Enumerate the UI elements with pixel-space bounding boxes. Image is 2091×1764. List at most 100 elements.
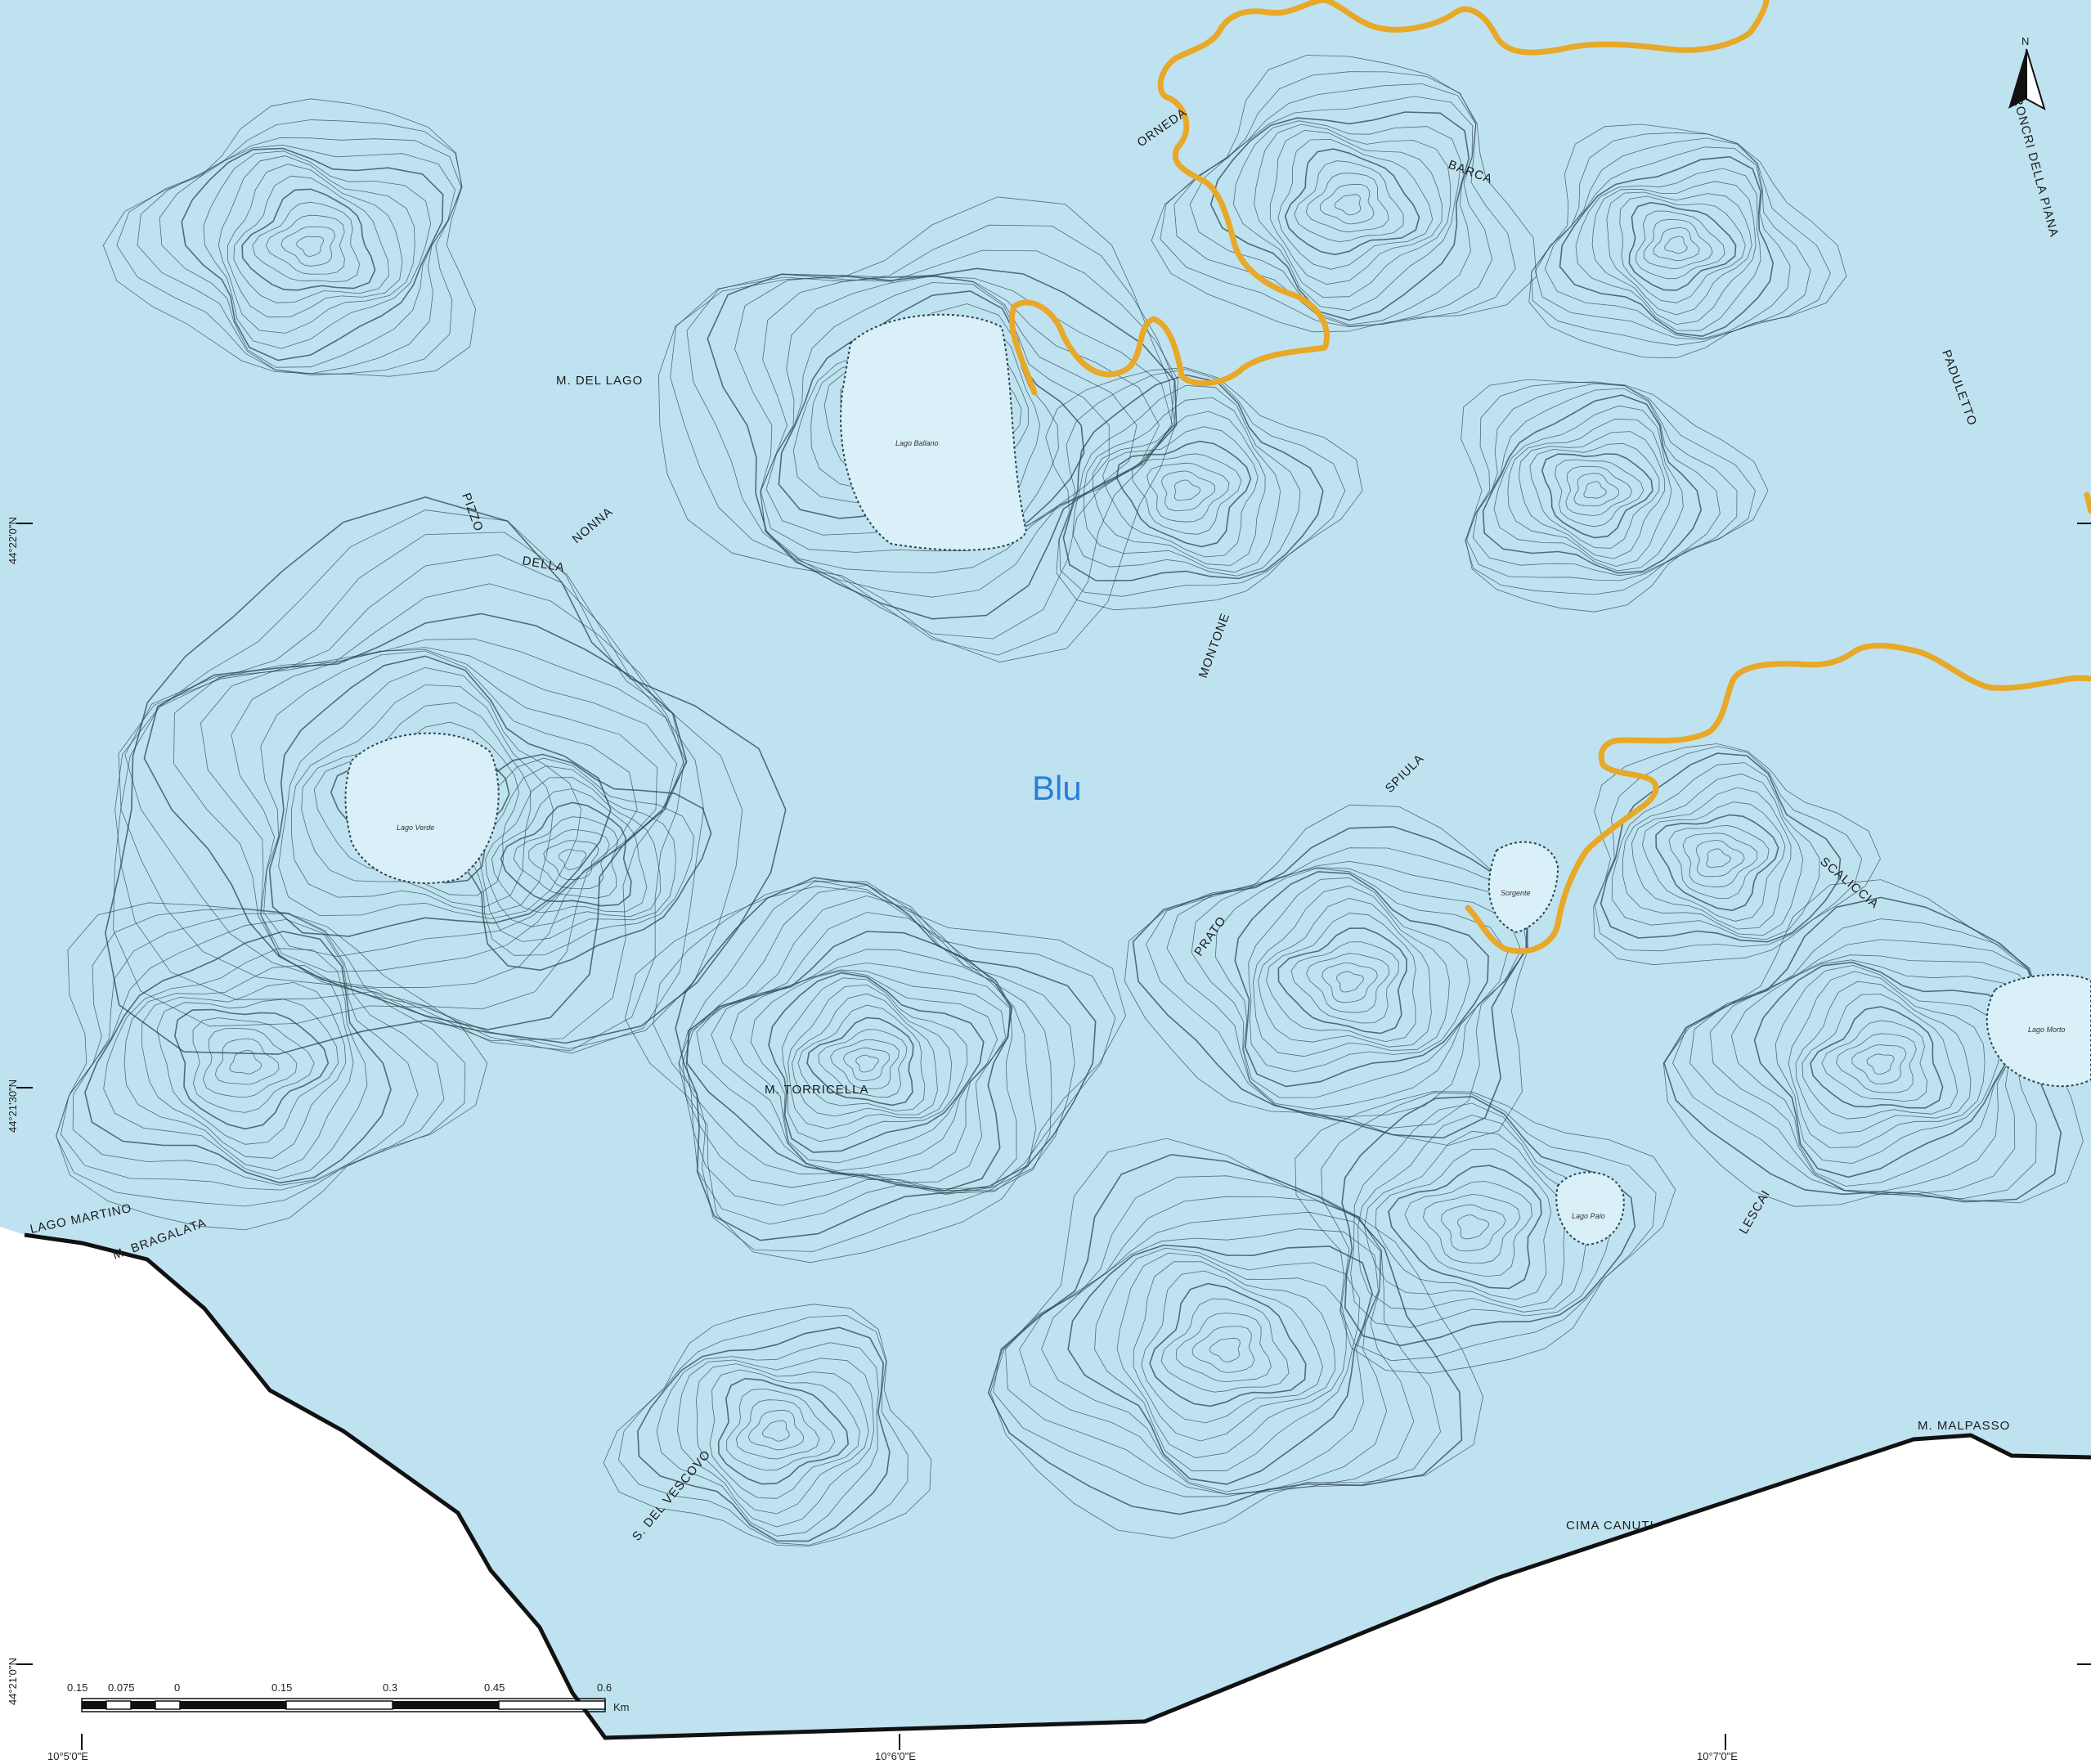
contour-line: [1209, 1337, 1241, 1362]
contour-line: [686, 249, 1179, 640]
contour-line: [711, 963, 1011, 1176]
contour-line: [1321, 962, 1378, 1003]
contour-line: [726, 1388, 836, 1471]
boundary-north-cont: [1321, 0, 1770, 56]
contour-line: [1102, 426, 1259, 558]
contour-line: [1115, 440, 1252, 548]
lon-label-6: 10°6'0"E: [875, 1750, 916, 1762]
contour-line: [1663, 236, 1688, 254]
contour-line: [1682, 833, 1758, 888]
contour-line: [1653, 227, 1700, 262]
contour-line: [1593, 743, 1881, 966]
contour-line: [192, 1017, 315, 1113]
contour-line: [1141, 1270, 1324, 1424]
lake-ballano-label: Lago Ballano: [895, 439, 939, 447]
contour-line: [670, 224, 1175, 656]
contour-line: [657, 196, 1176, 663]
scale-label-3: 0.15: [271, 1681, 292, 1694]
contour-line: [787, 984, 952, 1129]
contour-line: [653, 880, 1116, 1252]
contour-line: [1166, 860, 1528, 1117]
contour-line: [1573, 473, 1620, 507]
contour-line: [1689, 939, 2040, 1196]
boundary-east: [1465, 642, 2091, 954]
contour-line: [1457, 1214, 1490, 1240]
contour-line: [1092, 411, 1266, 566]
scale-label-1: 0.075: [108, 1681, 135, 1694]
contour-line: [1067, 1244, 1373, 1485]
contour-line: [159, 144, 455, 368]
scale-bar-seg-6: [285, 1700, 393, 1710]
contour-line: [677, 1358, 874, 1528]
contour-line: [818, 1029, 908, 1098]
contour-line: [993, 1175, 1442, 1497]
contour-line: [227, 164, 403, 318]
contour-line: [124, 583, 684, 1042]
contour-line: [102, 98, 477, 377]
contour-line: [1622, 773, 1803, 936]
contour-line: [1320, 183, 1375, 225]
lake-ballano-shape: [840, 313, 1028, 551]
frame-ticks: [16, 523, 2091, 1750]
contour-line: [1045, 367, 1363, 611]
contour-line: [1802, 994, 1959, 1120]
contour-line: [1072, 384, 1301, 577]
lake-sorgente-shape: [1487, 841, 1559, 934]
lake-palo-label: Lago Palo: [1572, 1212, 1605, 1220]
scale-label-6: 0.6: [597, 1681, 612, 1694]
contour-line: [678, 895, 1037, 1194]
scale-bar-seg-3: [131, 1701, 155, 1709]
contour-line: [603, 1304, 932, 1546]
contour-line: [1775, 964, 2003, 1165]
contour-line: [513, 816, 619, 899]
contour-line: [485, 777, 661, 927]
contour-line: [1334, 194, 1362, 216]
scale-bar-seg-5: [180, 1701, 286, 1709]
contour-line: [707, 267, 1178, 620]
contour-line: [1214, 868, 1508, 1098]
contour-line: [1565, 465, 1632, 516]
contour-line: [1294, 160, 1404, 243]
place-m-del-lago: M. DEL LAGO: [556, 374, 643, 388]
zone-boundary-line: [24, 1232, 2091, 1740]
contour-line: [1810, 1006, 1944, 1109]
contour-line: [1583, 481, 1607, 499]
contour-line: [543, 840, 599, 881]
contour-line: [1357, 1115, 1587, 1313]
contour-line: [624, 886, 1126, 1264]
lakes: [344, 313, 2091, 1246]
contour-line: [1635, 210, 1725, 280]
contour-line: [1709, 954, 2038, 1192]
scale-label-5: 0.45: [484, 1681, 505, 1694]
lake-verde-shape: [344, 732, 500, 884]
contour-line: [278, 667, 582, 919]
lake-morto-shape: [1986, 973, 2091, 1088]
contour-line: [1404, 1181, 1532, 1277]
contour-line: [1851, 1044, 1907, 1085]
contour-line: [1306, 953, 1390, 1013]
contour-line: [1191, 1326, 1255, 1373]
scale-unit: Km: [613, 1701, 630, 1713]
contour-line: [1336, 971, 1365, 993]
contour-line: [202, 1028, 298, 1098]
contour-line: [268, 655, 612, 937]
contour-line: [1350, 1102, 1613, 1328]
contour-line: [797, 1004, 926, 1111]
contour-line: [1254, 123, 1452, 298]
contour-line: [1133, 1261, 1336, 1442]
contour-line: [1836, 1033, 1917, 1093]
contour-line: [1575, 168, 1761, 331]
contour-line: [1528, 123, 1847, 359]
contour-line: [675, 877, 1097, 1241]
contour-line: [290, 685, 554, 915]
contour-line: [1619, 195, 1746, 303]
contour-line: [1146, 847, 1528, 1129]
contour-line: [252, 201, 361, 283]
contour-line: [1094, 1247, 1361, 1472]
contour-line: [842, 1047, 891, 1081]
contour-line: [156, 999, 339, 1145]
contour-line: [500, 801, 632, 907]
contour-line: [1321, 1092, 1657, 1362]
contour-line: [558, 849, 586, 870]
